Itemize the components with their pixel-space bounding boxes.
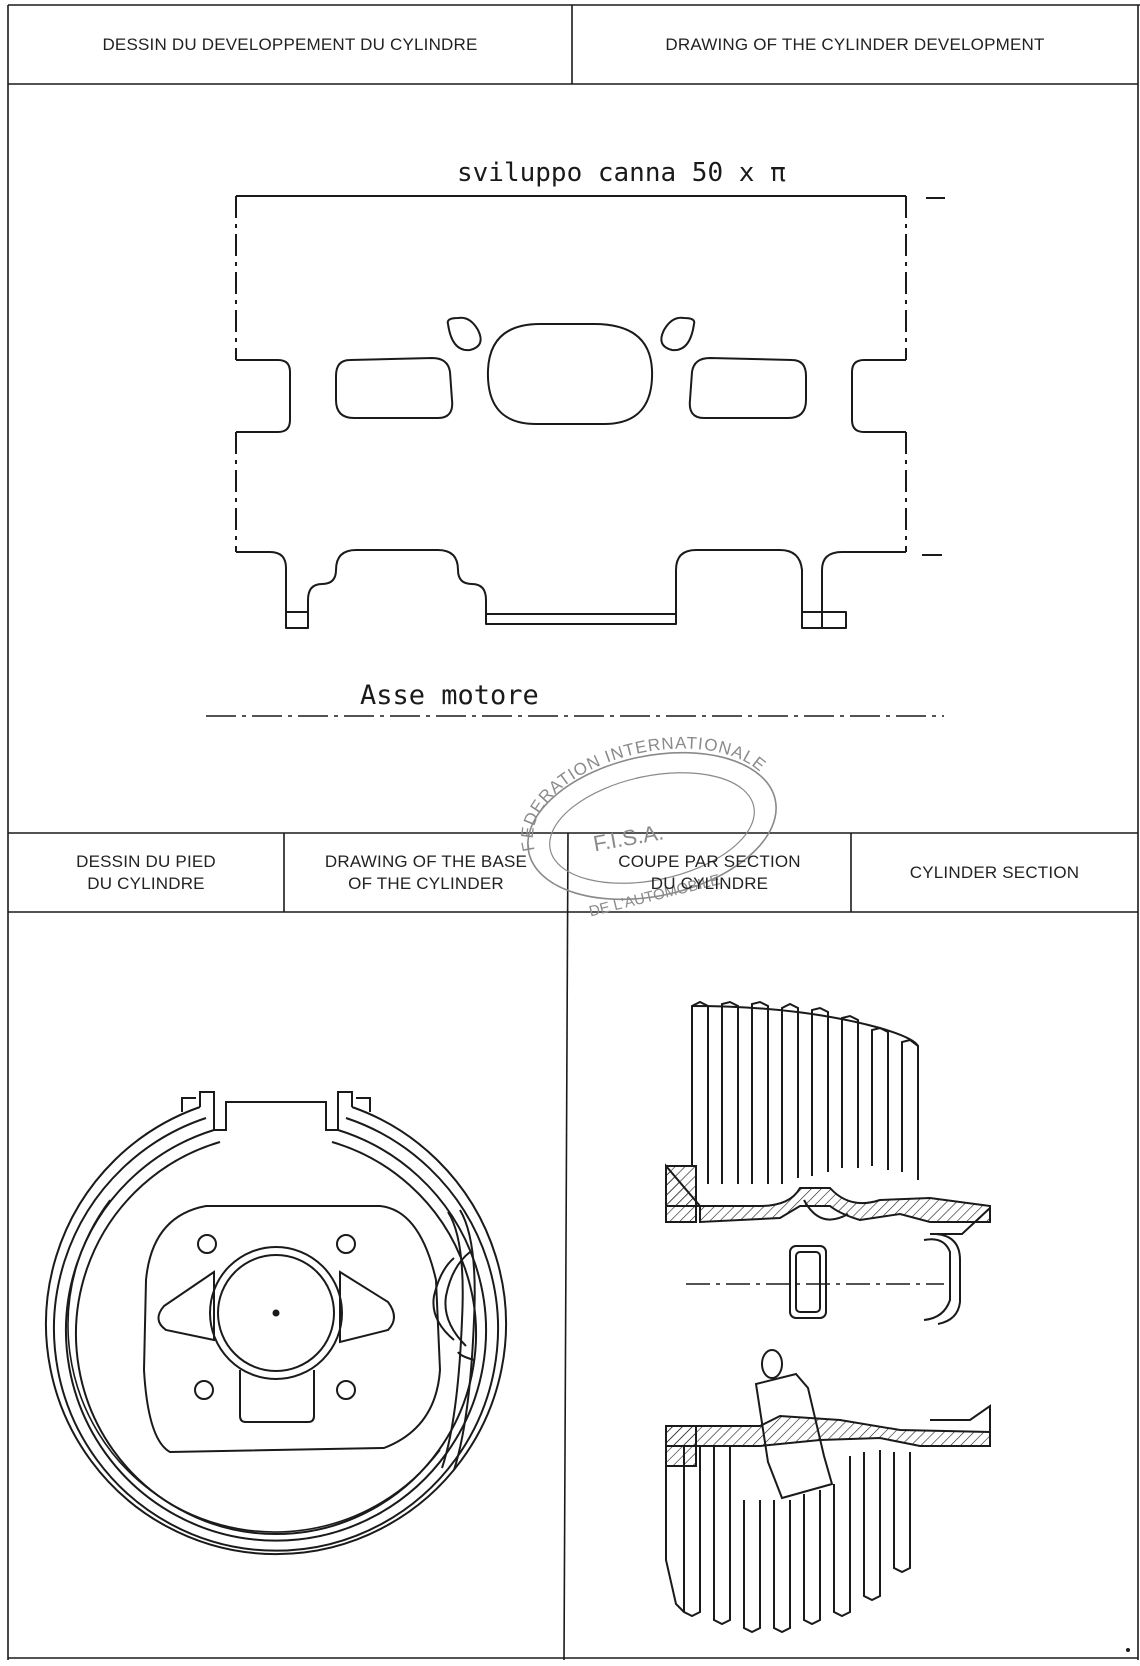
- base-transfer-right: [339, 1270, 395, 1344]
- header-base-en-line1: DRAWING OF THE BASE: [324, 851, 528, 871]
- bore: [209, 1246, 343, 1380]
- header-base-en: DRAWING OF THE BASE OF THE CYLINDER: [284, 833, 568, 912]
- stud-hole-bl: [194, 1380, 214, 1400]
- left-boost-hole: [446, 316, 482, 352]
- stud-hole-tl: [197, 1234, 217, 1254]
- outer-ring: [45, 1106, 507, 1555]
- cylinder-development-drawing: sviluppo canna 50 x π Asse motore: [206, 158, 945, 717]
- dimension-label: sviluppo canna 50 x π: [457, 158, 786, 188]
- right-boost-hole: [660, 316, 696, 352]
- left-edge-port: [236, 359, 291, 433]
- header-development-fr: DESSIN DU DEVELOPPEMENT DU CYLINDRE: [102, 34, 478, 54]
- bore-center: [272, 1309, 280, 1317]
- base-flange: [142, 1205, 442, 1454]
- skirt-profile: [236, 549, 906, 615]
- stud-hole-tr: [336, 1234, 356, 1254]
- header-base-fr: DESSIN DU PIED DU CYLINDRE: [8, 833, 284, 912]
- header-section-fr-line1: COUPE PAR SECTION: [618, 851, 801, 871]
- right-transfer-port: [688, 357, 807, 419]
- header-base-fr-line2: DU CYLINDRE: [87, 873, 205, 893]
- right-edge-port: [851, 359, 906, 433]
- header-section-fr-line2: DU CYLINDRE: [650, 873, 769, 893]
- header-section-en: CYLINDER SECTION: [909, 862, 1080, 882]
- header-base-fr-line1: DESSIN DU PIED: [76, 851, 216, 871]
- header-base-en-line2: OF THE CYLINDER: [348, 873, 504, 893]
- header-section-fr: COUPE PAR SECTION DU CYLINDRE: [568, 833, 851, 912]
- left-transfer-port: [335, 357, 454, 419]
- stud-hole-br: [336, 1380, 356, 1400]
- axis-label: Asse motore: [360, 680, 539, 711]
- base-transfer-left: [157, 1270, 215, 1342]
- exhaust-port: [486, 323, 654, 425]
- header-development-en: DRAWING OF THE CYLINDER DEVELOPMENT: [665, 34, 1045, 54]
